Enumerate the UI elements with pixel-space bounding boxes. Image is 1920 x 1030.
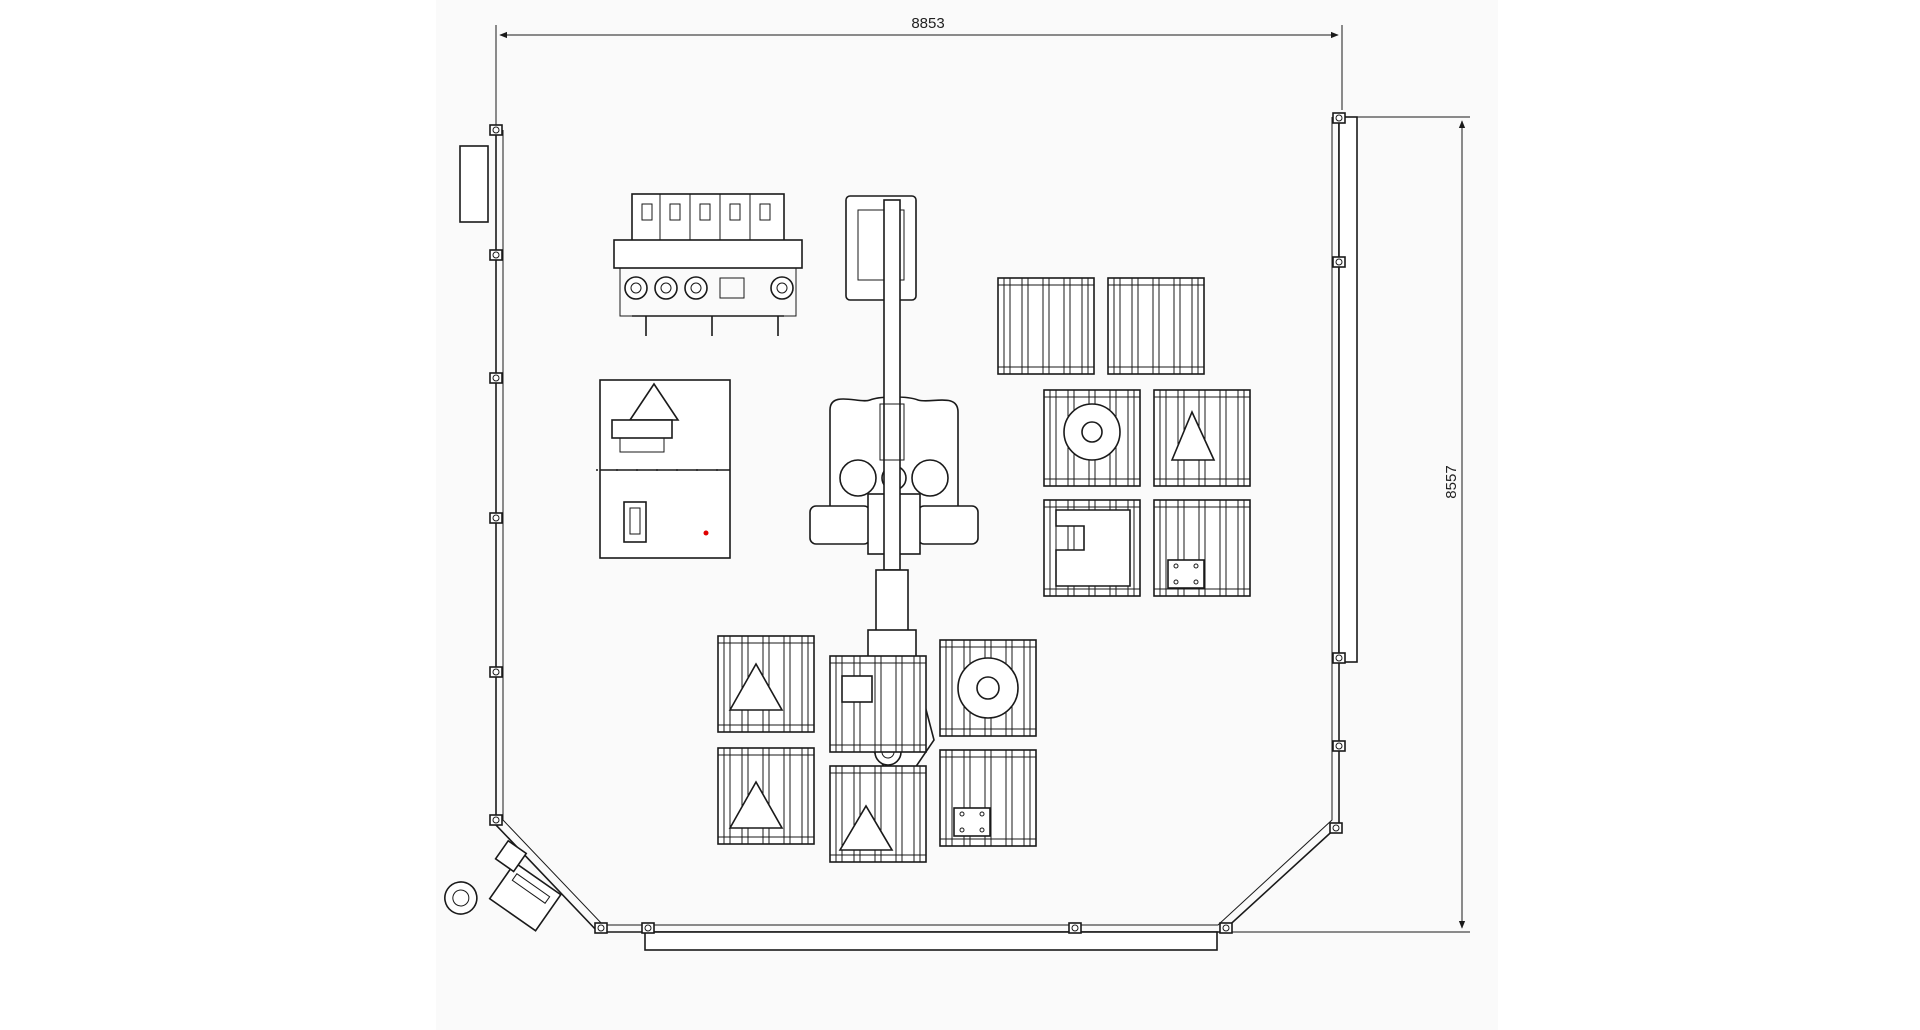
robot-arm-upper: [883, 199, 901, 571]
fence-gate: [1338, 116, 1358, 663]
status-marker-dot: [703, 530, 709, 536]
pallet-r1: [997, 277, 1095, 375]
pallet-b4: [717, 747, 815, 845]
width-dimension: 8853: [495, 15, 1343, 125]
pallet-r2: [1107, 277, 1205, 375]
plate-part-b6: [953, 807, 991, 837]
control-cabinet: [459, 145, 489, 223]
fence-bottom-gate: [644, 931, 1218, 951]
triangle-part-b4: [728, 780, 784, 829]
width-dimension-label: 8853: [911, 15, 944, 32]
robot-counterweight: [845, 195, 917, 301]
part-feeder-station: [596, 379, 734, 559]
safety-fence: [489, 112, 1358, 951]
bracket-part: [1055, 509, 1131, 587]
height-dimension-label: 8557: [1443, 465, 1460, 498]
height-dimension: 8557: [1232, 116, 1470, 933]
palletizing-robot: [809, 195, 979, 792]
robot-arm-lower: [875, 569, 909, 633]
triangle-part-b1: [728, 662, 784, 711]
tool-changer-rack: [613, 193, 803, 336]
triangle-part: [1170, 410, 1216, 461]
plate-part-b2: [841, 675, 873, 703]
triangle-part-b5: [838, 804, 894, 851]
pallet-b2: [829, 655, 927, 753]
right-pallet-zone: [997, 277, 1251, 597]
plate-part: [1167, 559, 1205, 589]
bottom-pallet-zone: [717, 635, 1037, 863]
operator-station: [444, 839, 562, 932]
